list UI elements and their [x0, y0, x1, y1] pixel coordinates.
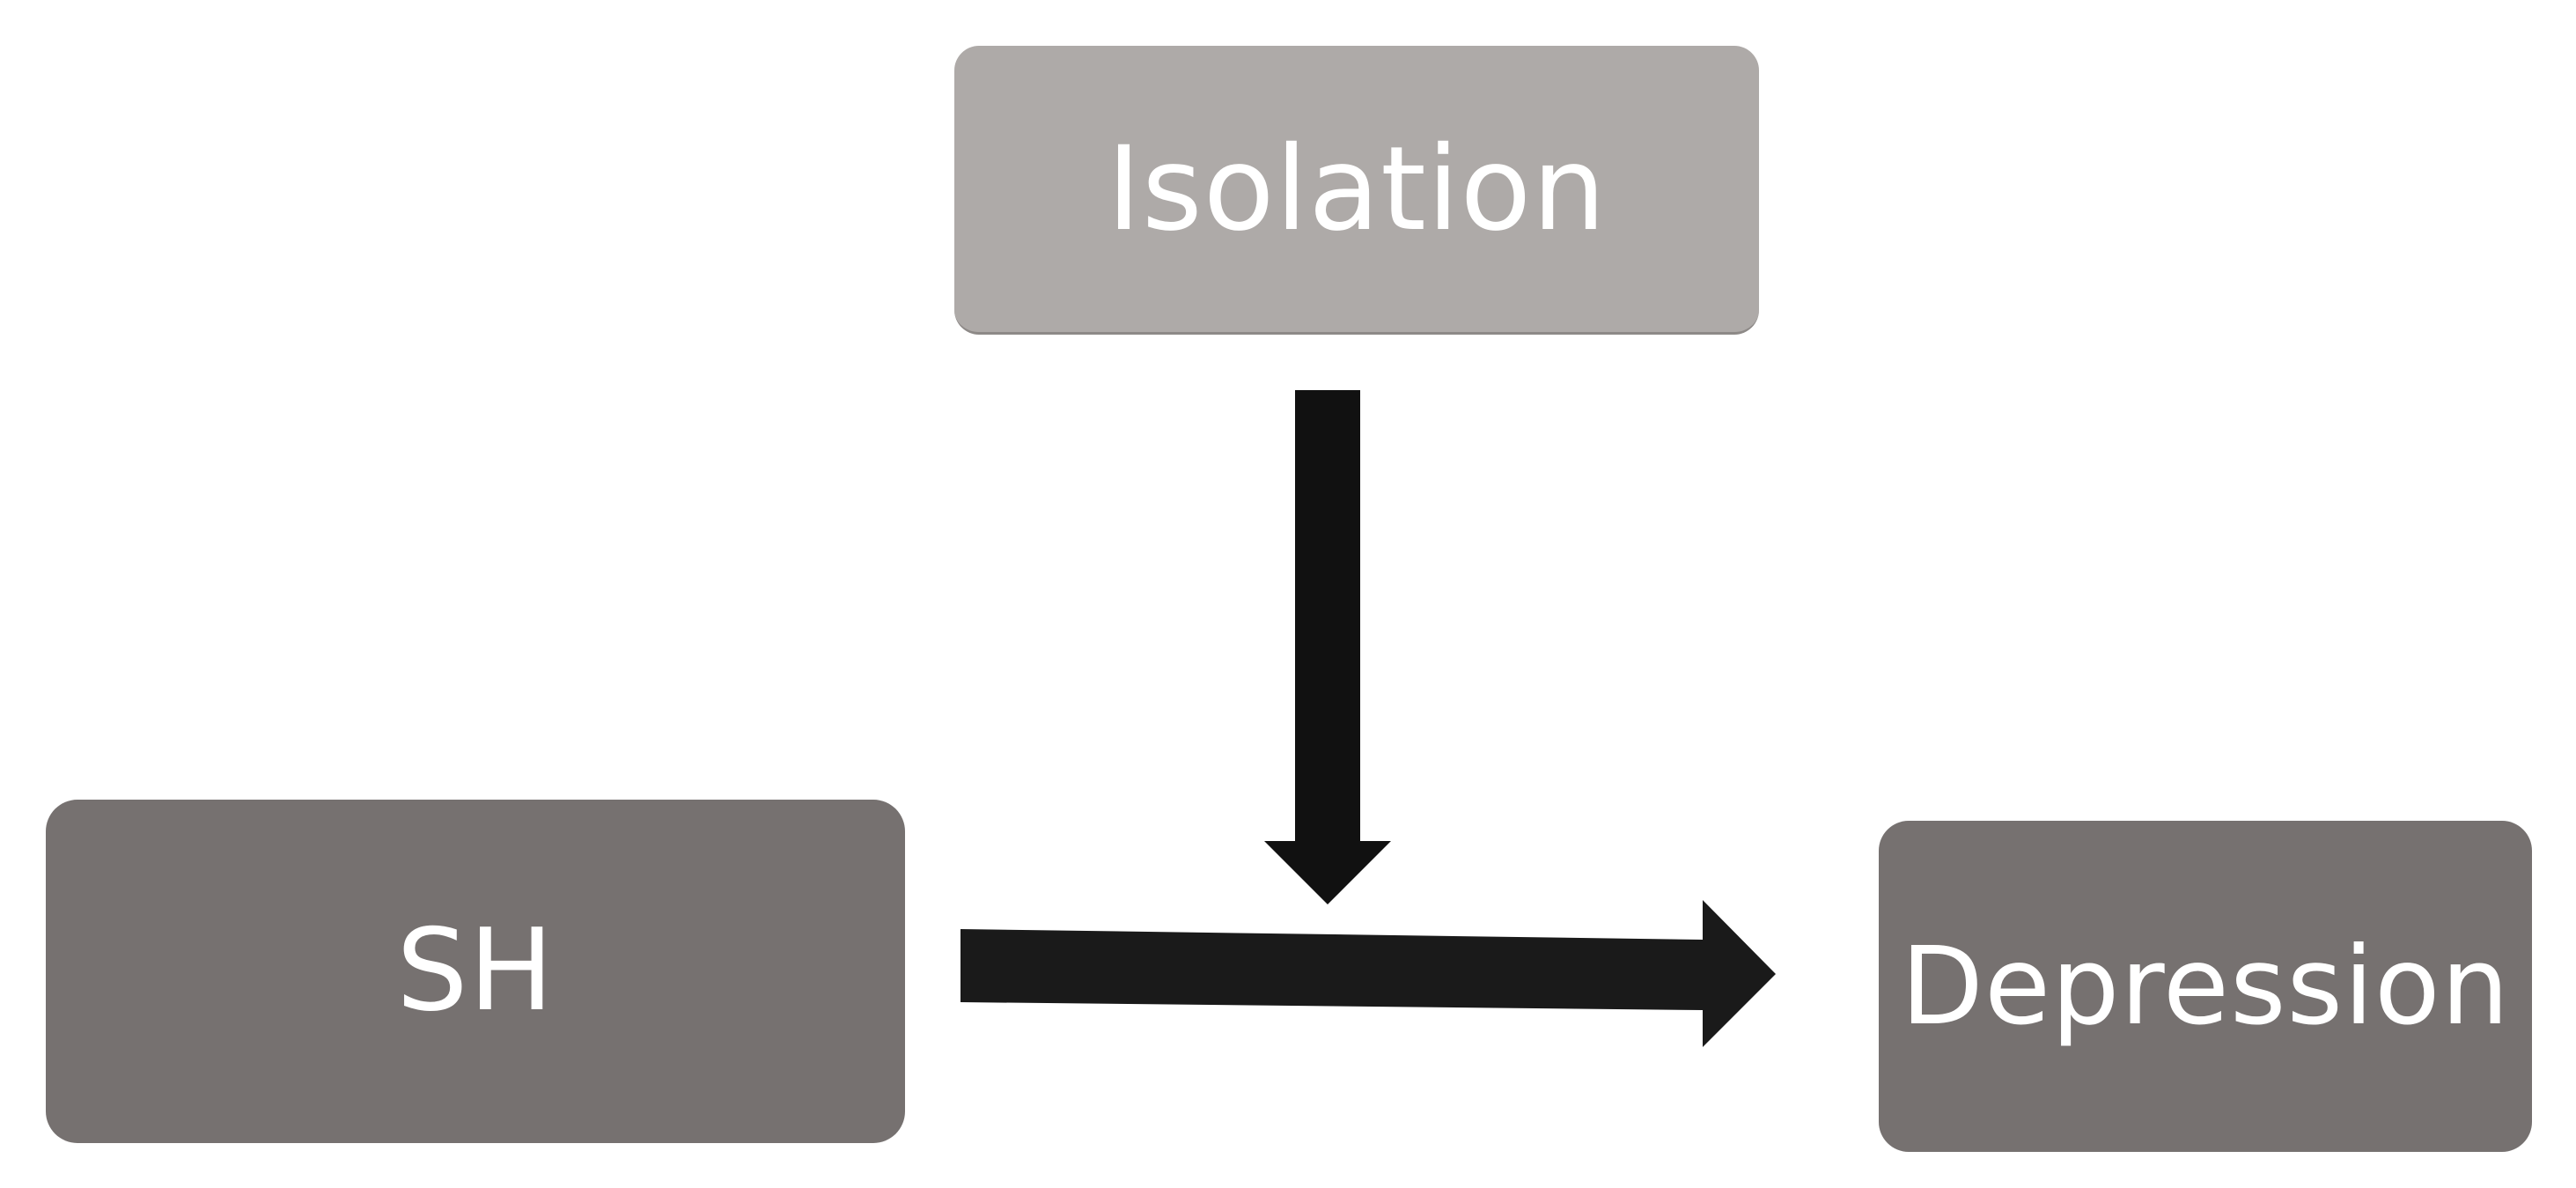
depression-label: Depression	[1901, 924, 2510, 1049]
isolation-node: Isolation	[954, 46, 1759, 335]
sh-node: SH	[46, 800, 905, 1143]
main-effect-arrow	[960, 900, 1776, 1047]
moderator-arrow	[1264, 390, 1391, 904]
isolation-label: Isolation	[1107, 121, 1607, 257]
sh-label: SH	[396, 905, 555, 1037]
depression-node: Depression	[1879, 821, 2532, 1152]
